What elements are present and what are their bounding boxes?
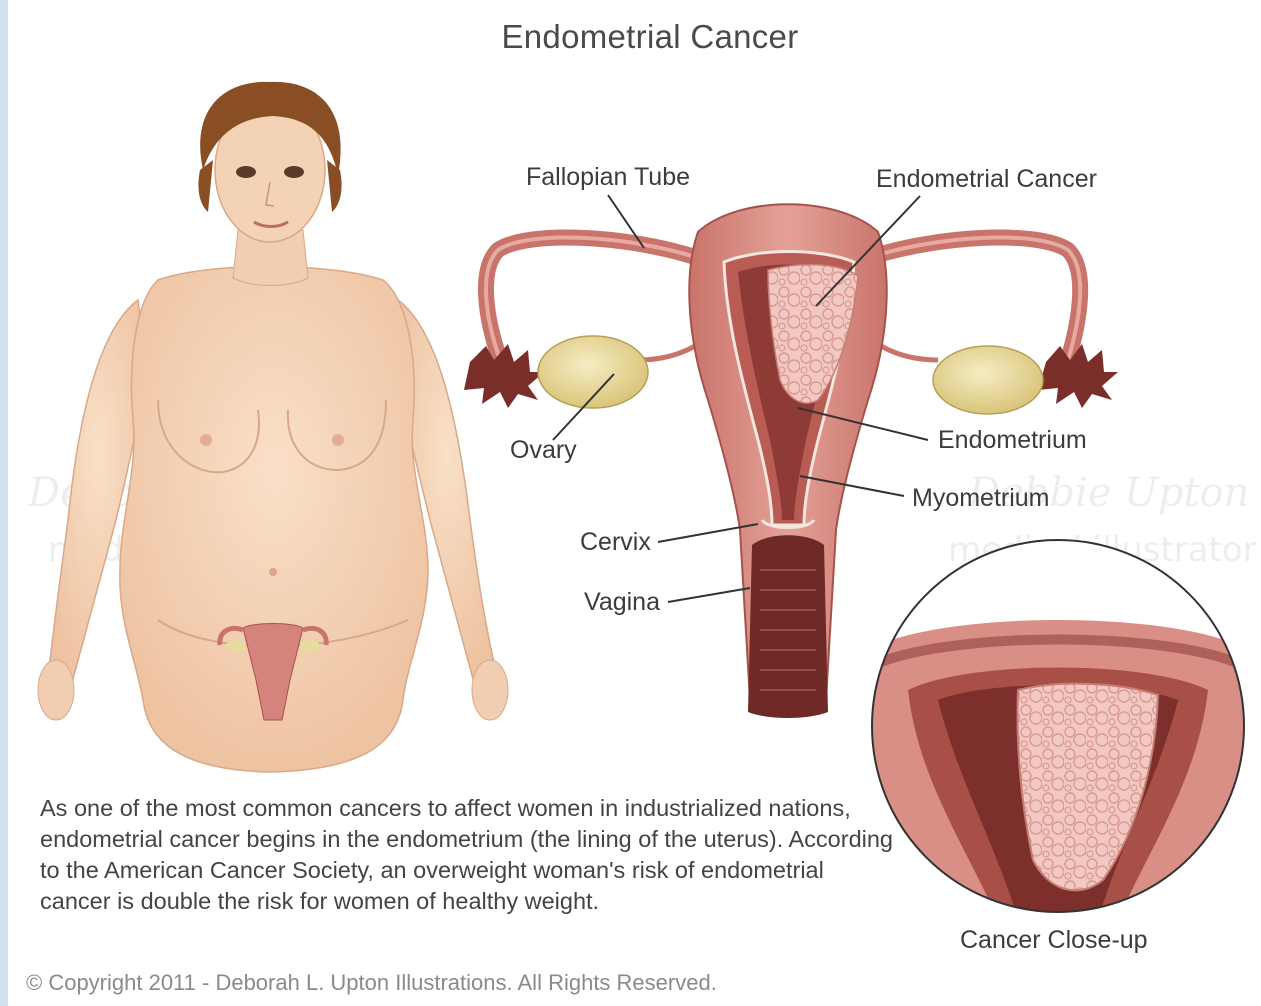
label-ovary: Ovary xyxy=(510,436,577,465)
label-myometrium: Myometrium xyxy=(912,484,1050,513)
label-cervix: Cervix xyxy=(580,528,651,557)
woman-figure xyxy=(38,82,508,772)
label-endometrium: Endometrium xyxy=(938,426,1087,455)
description-caption: As one of the most common cancers to aff… xyxy=(40,793,900,917)
label-endometrial-cancer: Endometrial Cancer xyxy=(876,165,1097,194)
copyright-notice: © Copyright 2011 - Deborah L. Upton Illu… xyxy=(26,970,717,996)
label-vagina: Vagina xyxy=(584,588,660,617)
closeup-label: Cancer Close-up xyxy=(960,926,1148,955)
closeup-circle xyxy=(868,540,1248,920)
label-fallopian-tube: Fallopian Tube xyxy=(526,163,690,192)
diagram-title: Endometrial Cancer xyxy=(8,18,1261,56)
